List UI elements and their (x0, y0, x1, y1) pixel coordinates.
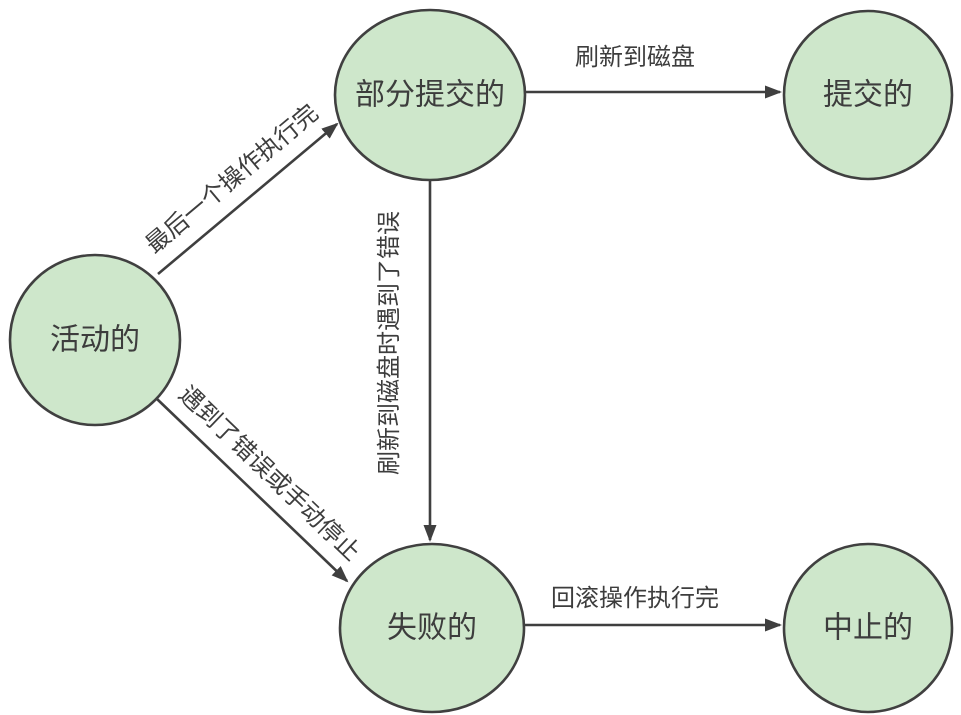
node-committed-label: 提交的 (823, 79, 913, 112)
node-failed-label: 失败的 (387, 612, 477, 645)
node-active-label: 活动的 (50, 324, 140, 357)
edge-label-flush-to-disk: 刷新到磁盘 (575, 44, 695, 71)
node-committed-circle (782, 9, 954, 181)
node-committed: 提交的 (782, 9, 954, 181)
node-active-circle (8, 253, 182, 427)
edge-label-error-or-manual-stop: 遇到了错误或手动停止 (173, 381, 365, 567)
edge-label-error-while-flushing: 刷新到磁盘时遇到了错误 (376, 211, 403, 475)
edge-active-to-failed (156, 398, 349, 583)
node-failed-circle (338, 542, 526, 714)
node-aborted: 中止的 (782, 542, 954, 714)
node-active: 活动的 (8, 253, 182, 427)
node-aborted-label: 中止的 (823, 612, 913, 645)
edge-active-to-partially-committed (157, 122, 339, 275)
node-failed: 失败的 (338, 542, 526, 714)
node-partially-committed-label: 部分提交的 (355, 79, 505, 112)
edge-label-last-operation-done: 最后一个操作执行完 (141, 99, 324, 259)
node-aborted-circle (782, 542, 954, 714)
node-partially-committed: 部分提交的 (333, 8, 527, 182)
edge-label-rollback-done: 回滚操作执行完 (551, 585, 719, 612)
node-partially-committed-circle (333, 8, 527, 182)
